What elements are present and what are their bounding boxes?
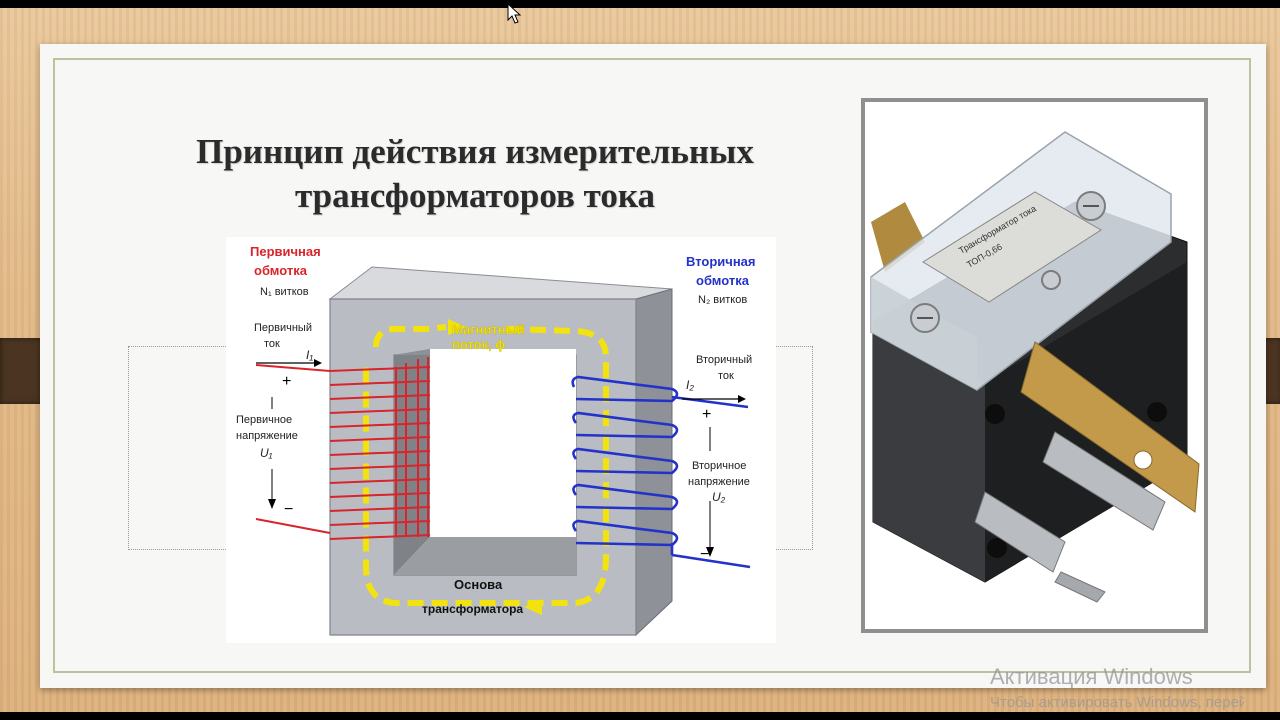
mounting-bracket <box>974 491 1066 573</box>
primary-winding <box>255 357 431 540</box>
secondary-turns-label: N₂ витков <box>698 294 747 306</box>
flux-arrow-bottom <box>524 599 542 615</box>
slide-border-frame <box>53 58 1251 673</box>
primary-current-label-2: ток <box>264 338 280 350</box>
bus-bar-back <box>871 202 925 272</box>
secondary-winding-label: Вторичная <box>686 254 756 269</box>
flux-label: Магнитный <box>452 322 525 337</box>
secondary-voltage-symbol: U₂ <box>712 490 726 504</box>
mount-hole-icon <box>985 404 1005 424</box>
flux-arrow-top <box>448 319 466 335</box>
primary-minus-sign: − <box>284 501 293 518</box>
primary-current-arrow-icon <box>314 359 322 367</box>
current-transformer-photo: Трансформатор тока ТОП-0,66 <box>861 98 1208 633</box>
core-window-floor <box>394 537 576 575</box>
core-window <box>430 349 576 537</box>
core-right-face <box>635 288 673 637</box>
primary-turns-label: N₁ витков <box>260 286 309 298</box>
primary-winding-label: Первичная <box>250 244 321 259</box>
primary-voltage-arrow-icon <box>268 499 276 509</box>
primary-current-label: Первичный <box>254 322 312 334</box>
windows-activation-subtitle: Чтобы активировать Windows, перейдите <box>990 694 1244 711</box>
slide-title-line-1: Принцип действия измерительных <box>196 132 754 171</box>
primary-voltage-symbol: U₁ <box>260 446 273 460</box>
secondary-minus-sign: − <box>700 546 709 563</box>
transformer-body-side <box>873 322 985 582</box>
primary-plus-sign: + <box>282 373 291 390</box>
secondary-current-symbol: I₂ <box>686 378 694 392</box>
slide-title-line-2: трансформаторов тока <box>294 176 655 215</box>
nameplate <box>922 191 1102 303</box>
mouse-cursor-icon <box>507 3 522 24</box>
flux-label-2: поток, ϕ <box>452 337 505 352</box>
secondary-current-label: Вторичный <box>696 354 752 366</box>
placeholder-box-right <box>774 346 813 550</box>
slide-title: Принцип действия измерительных трансформ… <box>140 130 810 218</box>
transformer-diagram: Первичная обмотка N₁ витков Вторичная об… <box>226 237 776 643</box>
left-binder-clip <box>0 338 44 404</box>
primary-voltage-label: Первичное <box>236 414 292 426</box>
bus-bar-front <box>1020 341 1200 513</box>
secondary-plus-sign: + <box>702 406 711 423</box>
secondary-winding-label-2: обмотка <box>696 273 750 288</box>
secondary-voltage-label-2: напряжение <box>688 476 750 488</box>
core-top-face <box>328 266 673 300</box>
primary-current-symbol: I₁ <box>306 348 313 362</box>
magnetic-flux-path <box>363 324 609 606</box>
primary-winding-label-2: обмотка <box>254 263 308 278</box>
windows-activation-title: Активация Windows <box>990 664 1193 689</box>
primary-voltage-label-2: напряжение <box>236 430 298 442</box>
secondary-current-arrow-icon <box>738 395 746 403</box>
core-label: Основа <box>454 577 503 592</box>
secondary-voltage-arrow-icon <box>706 547 714 557</box>
secondary-voltage-label: Вторичное <box>692 460 746 472</box>
secondary-current-label-2: ток <box>718 370 734 382</box>
core-window-depth <box>394 349 430 575</box>
placeholder-box-left <box>128 346 230 550</box>
core-label-2: трансформатора <box>422 602 523 616</box>
